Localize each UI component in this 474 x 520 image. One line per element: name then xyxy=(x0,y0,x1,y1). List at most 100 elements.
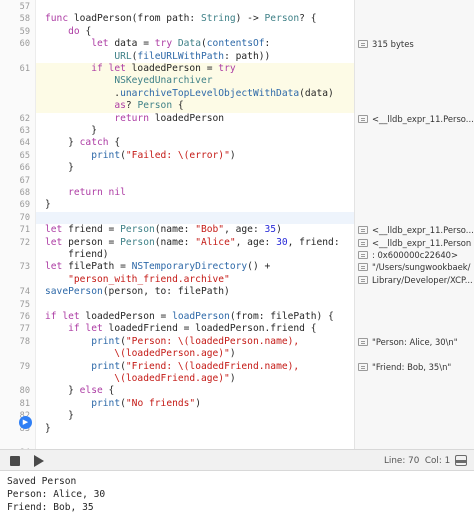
line-number: 72 xyxy=(19,237,30,248)
code-token: { xyxy=(79,25,92,37)
code-line[interactable]: savePerson(person, to: filePath) xyxy=(36,286,354,298)
result-value[interactable]: 315 bytes xyxy=(355,38,474,50)
result-value[interactable]: : 0x600000c22640> xyxy=(355,249,474,261)
code-token: print xyxy=(91,397,121,409)
code-line[interactable] xyxy=(36,299,354,311)
code-line[interactable]: } xyxy=(36,125,354,137)
code-token: print xyxy=(91,360,121,372)
result-value[interactable]: "/Users/sungwookbaek/ xyxy=(355,261,474,273)
line-number xyxy=(0,88,32,100)
line-number: 64 xyxy=(19,138,30,149)
console-output-line: Friend: Bob, 35 xyxy=(7,502,94,513)
code-line[interactable]: let person = Person(name: "Alice", age: … xyxy=(36,237,354,249)
code-line[interactable]: } else { xyxy=(36,385,354,397)
quick-look-icon[interactable] xyxy=(358,337,368,346)
code-line[interactable] xyxy=(36,435,354,447)
line-number xyxy=(0,100,32,112)
code-editor[interactable]: func loadPerson(from path: String) -> Pe… xyxy=(36,0,372,449)
line-number xyxy=(0,373,32,385)
result-text: <__lldb_expr_11.Perso... xyxy=(372,113,474,124)
code-line[interactable]: as? Person { xyxy=(36,100,354,113)
line-number: 78 xyxy=(19,336,30,347)
quick-look-icon[interactable] xyxy=(358,251,368,259)
code-token xyxy=(45,274,68,285)
code-token: ) xyxy=(229,373,236,384)
code-line[interactable]: URL(fileURLWithPath: path)) xyxy=(36,51,354,63)
code-line[interactable]: if let loadedPerson = try xyxy=(36,63,354,76)
code-token xyxy=(45,187,68,198)
code-line[interactable]: if let loadedPerson = loadPerson(from: f… xyxy=(36,311,354,323)
code-line[interactable]: return nil xyxy=(36,187,354,199)
code-line[interactable] xyxy=(36,1,354,13)
code-line[interactable]: print("No friends") xyxy=(36,398,354,410)
code-line[interactable]: "person_with_friend.archive" xyxy=(36,274,354,286)
code-line[interactable]: \(loadedPerson.age)") xyxy=(36,348,354,360)
quick-look-icon[interactable] xyxy=(358,275,368,284)
code-token: contentsOf xyxy=(206,38,265,50)
code-token: (name: xyxy=(154,224,196,236)
code-line[interactable]: let friend = Person(name: "Bob", age: 35… xyxy=(36,224,354,236)
quick-look-icon[interactable] xyxy=(358,238,368,247)
code-line[interactable]: let data = try Data(contentsOf: xyxy=(36,38,354,50)
result-value[interactable]: "Person: Alice, 30\n" xyxy=(355,336,474,348)
code-line[interactable]: .unarchiveTopLevelObjectWithData(data) xyxy=(36,87,354,101)
code-token xyxy=(45,361,91,372)
code-token: return nil xyxy=(68,187,126,198)
quick-look-icon[interactable] xyxy=(358,226,368,235)
code-line[interactable]: } catch { xyxy=(36,137,354,149)
code-line[interactable]: print("Friend: \(loadedFriend.name), xyxy=(36,361,354,373)
result-value[interactable]: "Friend: Bob, 35\n" xyxy=(355,361,474,373)
result-value[interactable]: Library/Developer/XCP... xyxy=(355,274,474,286)
code-token: Person xyxy=(137,100,173,112)
code-token: loadedPerson xyxy=(148,112,225,124)
code-token: } xyxy=(45,125,97,136)
code-token: String xyxy=(200,13,236,25)
code-token: friend = xyxy=(62,224,121,236)
code-line[interactable]: \(loadedFriend.age)") xyxy=(36,373,354,385)
code-line[interactable]: return loadedPerson xyxy=(36,113,354,125)
code-line[interactable]: } xyxy=(36,410,354,422)
code-token xyxy=(45,113,114,124)
code-line[interactable]: print("Failed: \(error)") xyxy=(36,150,354,162)
line-number: 63 xyxy=(19,126,30,136)
quick-look-icon[interactable] xyxy=(358,362,368,371)
code-line[interactable]: NSKeyedUnarchiver xyxy=(36,75,354,88)
code-token: \(loadedPerson.age)" xyxy=(45,348,230,360)
code-token: (person, to: filePath) xyxy=(102,286,230,298)
console-toggle-icon[interactable] xyxy=(455,455,467,466)
quick-look-icon[interactable] xyxy=(358,114,368,123)
quick-look-icon[interactable] xyxy=(358,263,368,272)
code-token: ) xyxy=(229,149,236,161)
code-line[interactable]: let filePath = NSTemporaryDirectory() + xyxy=(36,261,354,273)
code-line[interactable]: } xyxy=(36,162,354,174)
result-value[interactable]: <__lldb_expr_11.Person xyxy=(355,237,474,249)
result-value[interactable]: <__lldb_expr_11.Perso... xyxy=(355,224,474,236)
code-line[interactable]: do { xyxy=(36,26,354,38)
code-line[interactable] xyxy=(36,175,354,187)
line-number xyxy=(0,274,32,286)
code-token: data = xyxy=(108,38,155,50)
code-token: print xyxy=(91,149,121,161)
code-token: print xyxy=(91,335,121,347)
result-value[interactable]: <__lldb_expr_11.Perso... xyxy=(355,113,474,125)
stop-button[interactable] xyxy=(10,456,20,466)
code-line[interactable]: print("Person: \(loadedPerson.name), xyxy=(36,336,354,348)
code-token: do xyxy=(68,25,80,37)
code-token xyxy=(45,336,91,347)
result-text: 315 bytes xyxy=(372,39,414,50)
code-line[interactable]: func loadPerson(from path: String) -> Pe… xyxy=(36,13,354,25)
code-line[interactable]: if let loadedFriend = loadedPerson.frien… xyxy=(36,323,354,335)
code-token: unarchiveTopLevelObjectWithData xyxy=(120,87,300,99)
run-line-icon[interactable]: ▶ xyxy=(19,416,32,429)
code-line[interactable]: } xyxy=(36,199,354,211)
code-line[interactable]: } xyxy=(36,423,354,435)
quick-look-icon[interactable] xyxy=(358,40,368,49)
run-playground-button[interactable] xyxy=(34,455,44,467)
line-number: 84 xyxy=(0,447,32,449)
code-line[interactable] xyxy=(36,211,354,225)
code-token: { xyxy=(108,137,121,149)
code-token: try xyxy=(218,63,236,74)
code-line[interactable]: friend) xyxy=(36,249,354,261)
